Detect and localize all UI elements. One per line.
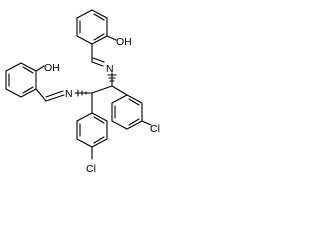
top-phenol-ring [76,9,108,45]
stereo-hash-bond-left [77,89,87,97]
left-ch-n-double-bond-b [45,90,64,98]
left-hydroxyl-label: OH [44,62,60,74]
left-imine-n-label: N [65,88,73,100]
right-chlorine-label: Cl [150,123,160,135]
left-ch-n-double-bond-a [45,94,65,102]
top-hydroxyl-label: OH [116,36,132,48]
top-ch-n-double-bond-b [92,57,105,63]
top-imine-n-label: N [106,63,114,75]
right-chlorophenyl-ring [111,94,143,130]
top-c-o-bond [106,35,117,41]
chiral-c-c-bond [91,85,113,94]
bottom-chlorine-label: Cl [86,163,96,175]
bottom-chlorophenyl-ring [76,112,108,148]
left-c-o-bond [35,65,45,72]
right-aryl-attach-bond [111,85,128,96]
left-phenol-ring [5,62,37,98]
right-c-cl-bond [141,120,152,126]
left-ring-to-ch-bond [35,88,47,102]
top-ch-n-double-bond-a [91,61,104,67]
chemical-structure-diagram: OH N OH N Cl [5,9,160,175]
